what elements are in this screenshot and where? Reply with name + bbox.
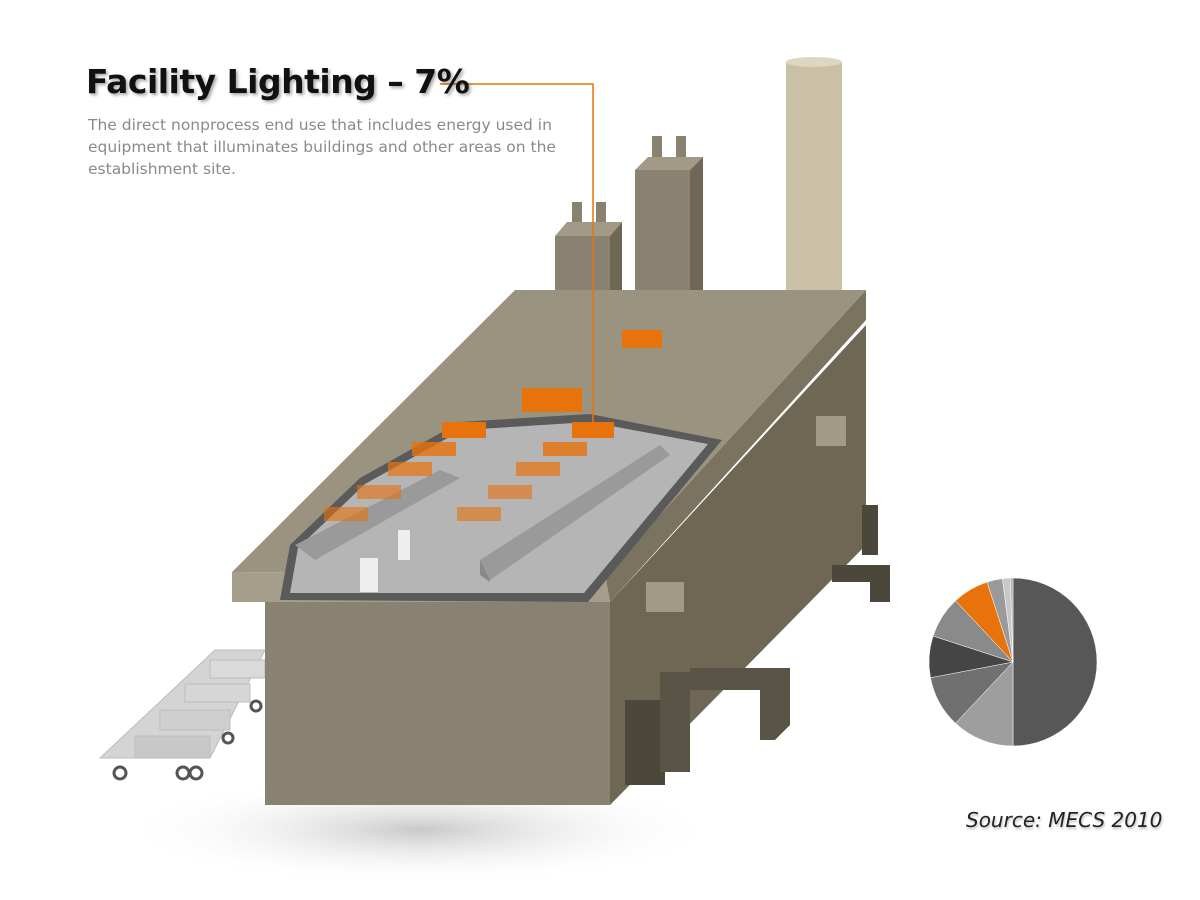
- smokestack: [786, 57, 842, 297]
- page-title: Facility Lighting – 7%: [86, 62, 470, 101]
- pie-slice: [955, 661, 1014, 747]
- energy-pie-chart: [928, 577, 1098, 747]
- description: The direct nonprocess end use that inclu…: [88, 116, 556, 178]
- lighting-fixtures: [324, 330, 662, 521]
- pie-slice: [1012, 577, 1098, 747]
- source-label: Source: MECS 2010: [966, 808, 1163, 832]
- callout-leader-line: [440, 83, 594, 425]
- pie-slice: [1010, 577, 1014, 663]
- truck-trailers: [98, 649, 266, 781]
